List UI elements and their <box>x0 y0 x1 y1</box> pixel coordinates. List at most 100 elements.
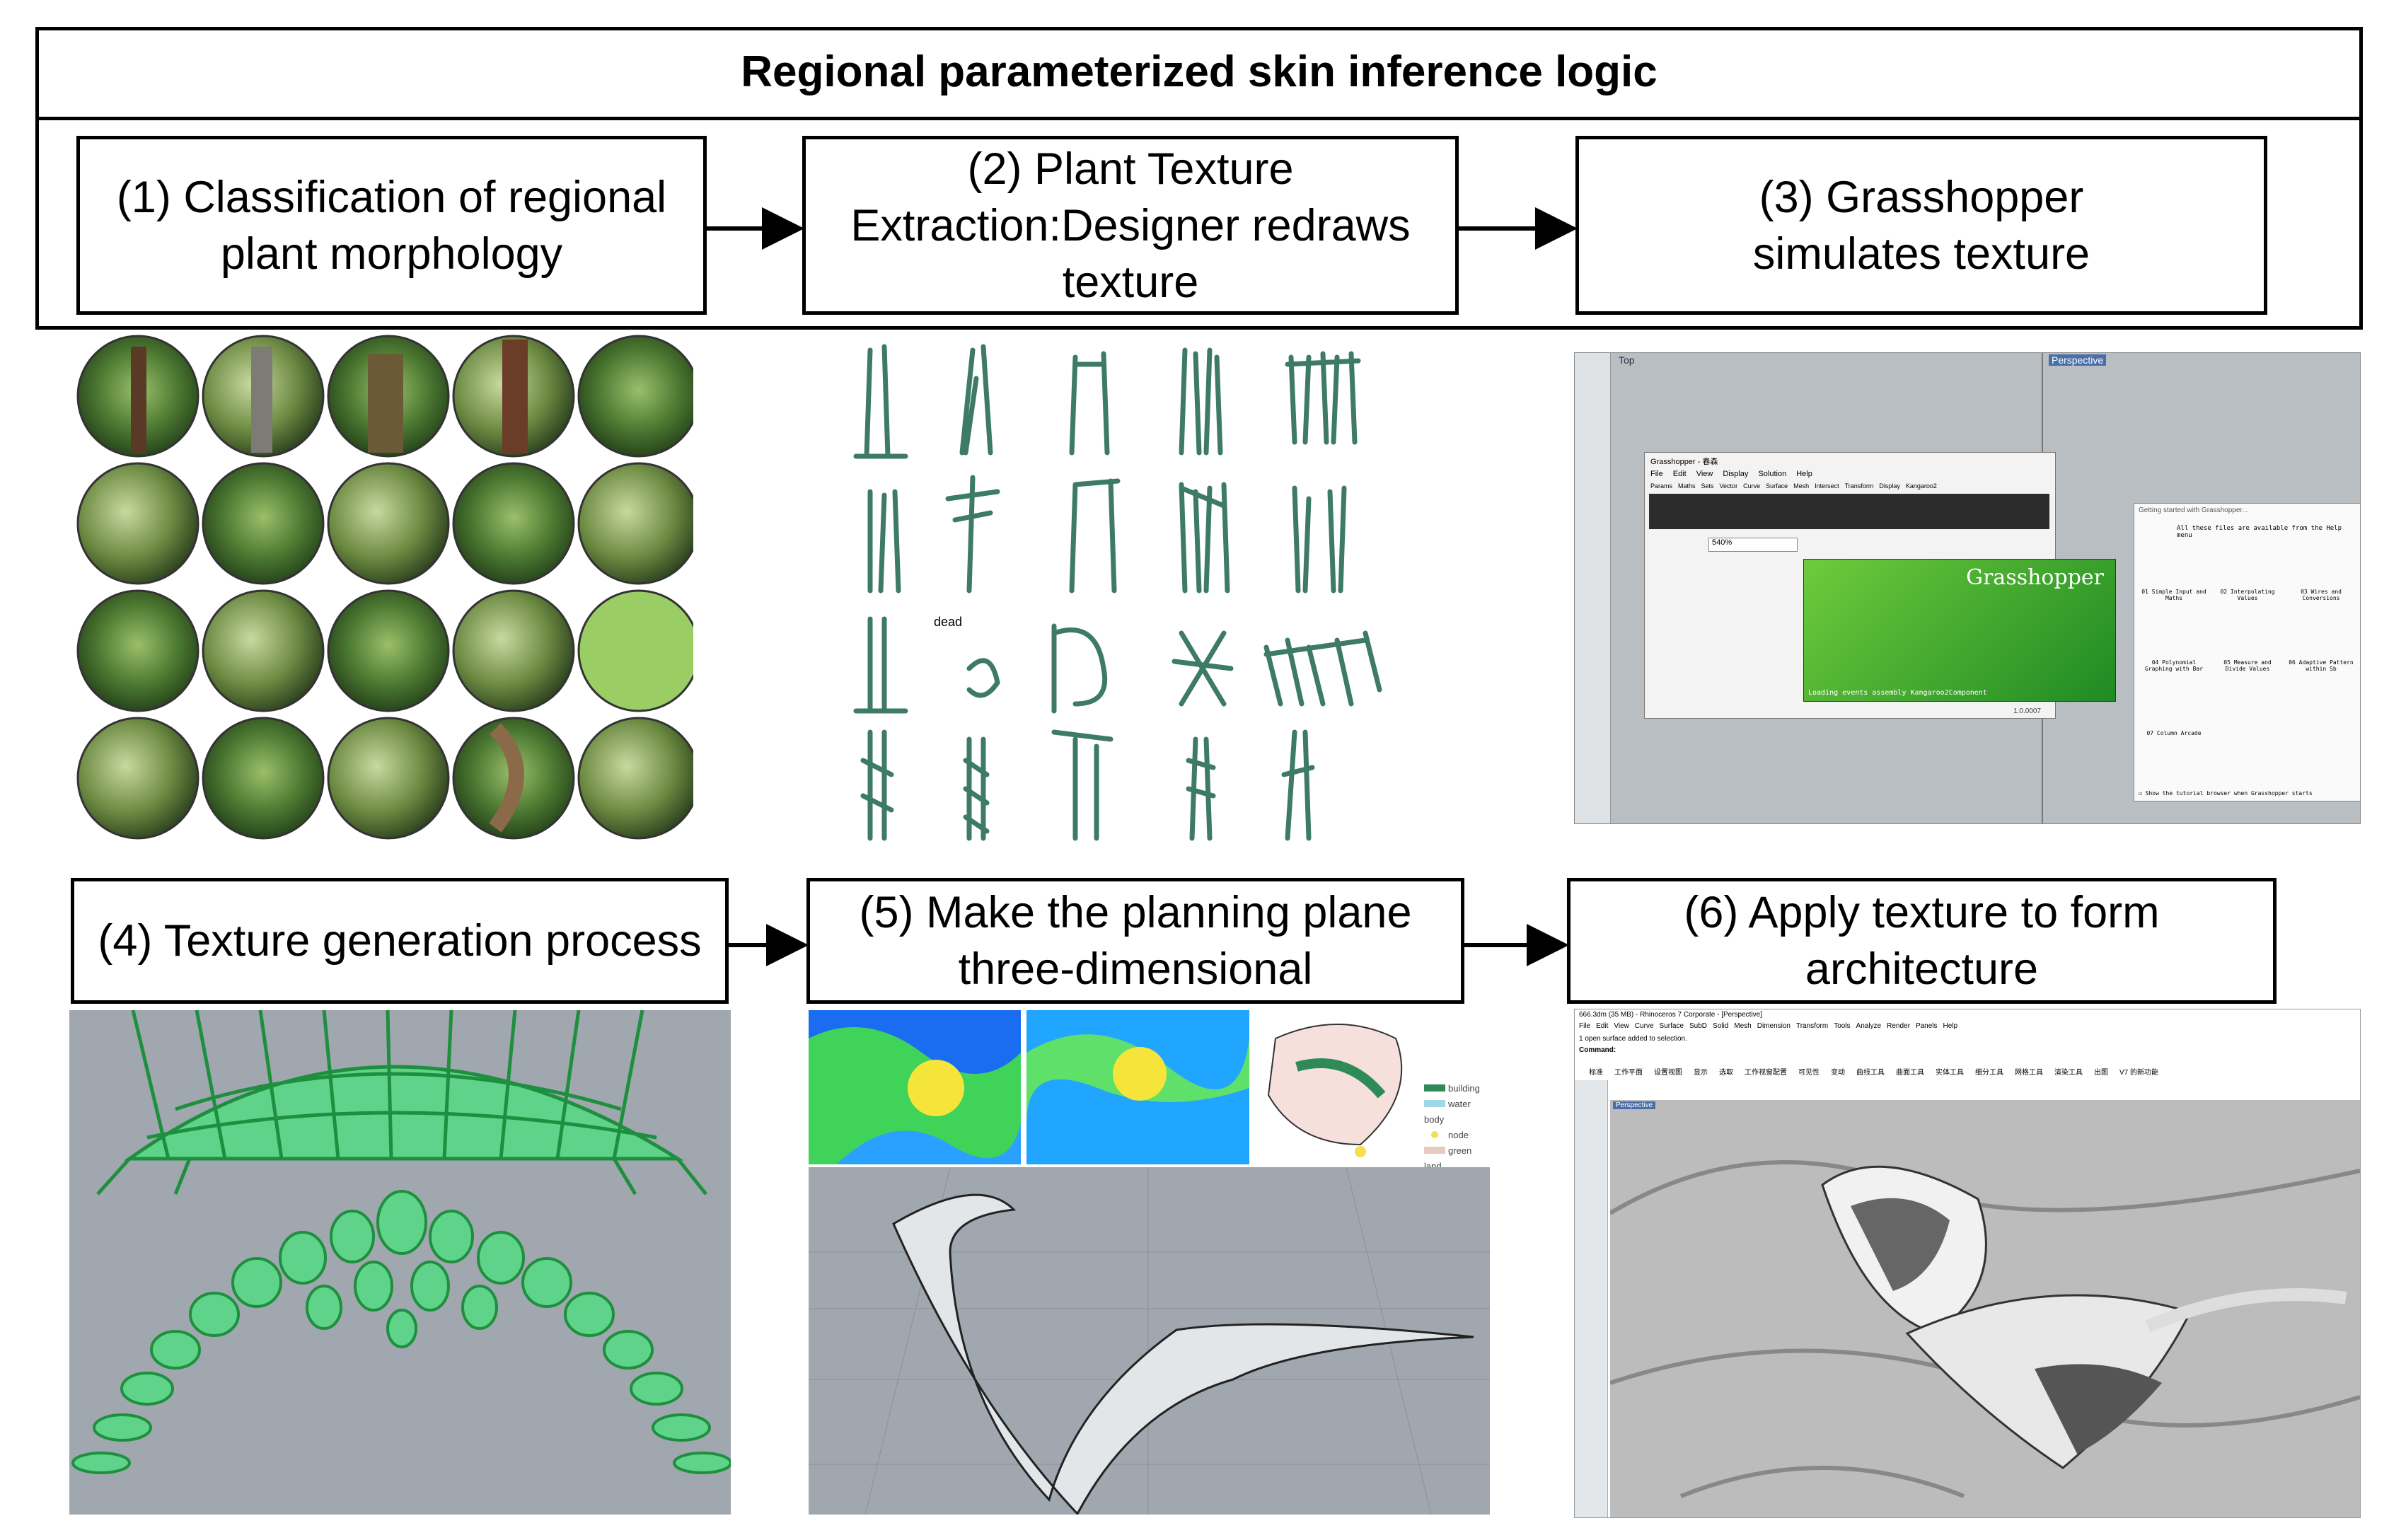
viewport-top-label[interactable]: Top <box>1619 354 1635 366</box>
legend-water-body: water body <box>1424 1099 1471 1125</box>
rhino-tab-solid-tools[interactable]: 实体工具 <box>1936 1069 1964 1077</box>
rhino-menu-surface[interactable]: Surface <box>1659 1022 1684 1030</box>
gh-tab-mesh[interactable]: Mesh <box>1793 482 1810 490</box>
rhino-command-prompt[interactable]: Command: <box>1579 1046 1616 1054</box>
tutorial-1[interactable]: 01 Simple Input and Maths <box>2141 589 2206 601</box>
gh-tab-surface[interactable]: Surface <box>1766 482 1788 490</box>
rhino-tab-subd-tools[interactable]: 细分工具 <box>1975 1069 2003 1077</box>
step-3-box: (3) Grasshopper simulates texture <box>1575 136 2267 315</box>
gh-version: 1.0.0007 <box>2013 707 2041 715</box>
rhino-menu-subd[interactable]: SubD <box>1689 1022 1708 1030</box>
rhino-menu-dimension[interactable]: Dimension <box>1757 1022 1791 1030</box>
rhino-menu-analyze[interactable]: Analyze <box>1856 1022 1882 1030</box>
rhino-tab-transform[interactable]: 变动 <box>1831 1069 1845 1077</box>
rhino-menu-curve[interactable]: Curve <box>1634 1022 1654 1030</box>
gh-tab-vector[interactable]: Vector <box>1719 482 1738 490</box>
title-frame <box>35 27 2363 330</box>
legend-green-swatch <box>1424 1147 1445 1154</box>
rhino-viewport-label[interactable]: Perspective <box>1613 1101 1656 1109</box>
wind-simulation-2 <box>1026 1010 1249 1164</box>
tutorial-3[interactable]: 03 Wires and Conversions <box>2301 589 2342 601</box>
gh-tab-intersect[interactable]: Intersect <box>1815 482 1839 490</box>
step-4-box: (4) Texture generation process <box>71 878 729 1004</box>
rhino-tab-setview[interactable]: 设置视图 <box>1654 1069 1682 1077</box>
rhino-menu-edit[interactable]: Edit <box>1596 1022 1609 1030</box>
checkbox-icon[interactable]: ☑ <box>2139 790 2146 797</box>
tutorial-4[interactable]: 04 Polynomial Graphing with Bar <box>2145 659 2203 672</box>
rhino-tab-render-tools[interactable]: 渲染工具 <box>2054 1069 2083 1077</box>
gh-tab-curve[interactable]: Curve <box>1743 482 1761 490</box>
voronoi-dome <box>96 1010 707 1195</box>
legend-building: building <box>1424 1081 1490 1096</box>
rhino-menu-file[interactable]: File <box>1579 1022 1591 1030</box>
rhino-menu-transform[interactable]: Transform <box>1795 1022 1829 1030</box>
gh-tab-sets[interactable]: Sets <box>1701 482 1714 490</box>
architecture-render <box>1610 1160 2360 1498</box>
rhino-tab-standard[interactable]: 标准 <box>1589 1069 1603 1077</box>
gh-tab-kangaroo2[interactable]: Kangaroo2 <box>1905 482 1937 490</box>
gh-menu-view[interactable]: View <box>1696 470 1713 478</box>
3d-surface-view <box>809 1167 1490 1515</box>
rhino-tab-new-in-v7[interactable]: V7 的新功能 <box>2119 1069 2159 1077</box>
rhino-tab-mesh-tools[interactable]: 网格工具 <box>2015 1069 2043 1077</box>
tutorial-checkbox[interactable]: ☑ Show the tutorial browser when Grassho… <box>2139 790 2313 797</box>
texture-row-4 <box>860 729 1315 841</box>
rhino-menu-panels[interactable]: Panels <box>1915 1022 1938 1030</box>
rhino-tab-select[interactable]: 选取 <box>1719 1069 1733 1077</box>
cell-arch <box>71 1190 731 1474</box>
photo-row-2 <box>76 462 693 585</box>
rhino-tab-display[interactable]: 显示 <box>1694 1069 1708 1077</box>
gh-tab-params[interactable]: Params <box>1650 482 1673 490</box>
rhino-menu-tools[interactable]: Tools <box>1834 1022 1851 1030</box>
wind-simulation-1 <box>809 1010 1021 1164</box>
step-2-box: (2) Plant Texture Extraction:Designer re… <box>802 136 1459 315</box>
rhino-tab-visibility[interactable]: 可见性 <box>1798 1069 1820 1077</box>
texture-row-2 <box>867 475 1347 594</box>
tutorial-6[interactable]: 06 Adaptive Pattern within Sb <box>2289 659 2354 672</box>
tutorial-checkbox-label: Show the tutorial browser when Grasshopp… <box>2145 790 2313 797</box>
photo-row-3 <box>76 589 693 712</box>
rhino-menu-view[interactable]: View <box>1614 1022 1629 1030</box>
getting-started-intro: All these files are available from the H… <box>2177 525 2342 539</box>
getting-started-title: Getting started with Grasshopper... <box>2139 506 2248 514</box>
step-5-box: (5) Make the planning plane three-dimens… <box>806 878 1464 1004</box>
rhino-menu-mesh[interactable]: Mesh <box>1734 1022 1752 1030</box>
rhino-menu-help[interactable]: Help <box>1943 1022 1958 1030</box>
rhino-viewport: Perspective <box>1610 1100 2360 1517</box>
texture-annotation: dead <box>934 615 962 629</box>
grasshopper-screenshot: Top Perspective Grasshopper - 春森 File Ed… <box>1574 352 2361 824</box>
rhino-command-history: 1 open surface added to selection. <box>1579 1035 1687 1043</box>
rhino-menu-solid[interactable]: Solid <box>1713 1022 1729 1030</box>
rhino-tab-viewport-layout[interactable]: 工作视窗配置 <box>1745 1069 1787 1077</box>
legend-building-swatch <box>1424 1084 1445 1092</box>
gh-tab-transform[interactable]: Transform <box>1844 482 1874 490</box>
rhino-tab-cplanes[interactable]: 工作平面 <box>1614 1069 1643 1077</box>
gh-menu-edit[interactable]: Edit <box>1672 470 1687 478</box>
tutorial-5[interactable]: 05 Measure and Divide Values <box>2223 659 2272 672</box>
rhino-tab-surface-tools[interactable]: 曲面工具 <box>1896 1069 1924 1077</box>
getting-started-window: Getting started with Grasshopper... All … <box>2134 503 2360 801</box>
gh-tab-maths[interactable]: Maths <box>1678 482 1696 490</box>
tutorial-7[interactable]: 07 Column Arcade <box>2146 730 2202 736</box>
rhino-screenshot: 666.3dm (35 MB) - Rhinoceros 7 Corporate… <box>1574 1009 2361 1518</box>
rhino-tab-drafting[interactable]: 出图 <box>2094 1069 2108 1077</box>
rhino-toolbar-left <box>1575 353 1611 823</box>
legend-node-swatch <box>1431 1131 1438 1138</box>
gh-menu-display[interactable]: Display <box>1723 470 1749 478</box>
rhino-menu-render[interactable]: Render <box>1887 1022 1910 1030</box>
gh-zoom-field[interactable]: 540% <box>1708 538 1798 552</box>
gh-menu-help[interactable]: Help <box>1796 470 1812 478</box>
gh-splash-status: Loading events assembly Kangaroo2Compone… <box>1808 689 1987 697</box>
gh-menu-file[interactable]: File <box>1650 470 1663 478</box>
planning-plane-figure: building water body node green land <box>809 1010 1490 1515</box>
viewport-perspective-label[interactable]: Perspective <box>2049 354 2107 366</box>
legend-node: node <box>1424 1128 1490 1143</box>
gh-tab-display[interactable]: Display <box>1879 482 1900 490</box>
gh-menu-solution[interactable]: Solution <box>1758 470 1787 478</box>
rhino-tab-curve-tools[interactable]: 曲线工具 <box>1856 1069 1885 1077</box>
tutorial-2[interactable]: 02 Interpolating Values <box>2220 589 2275 601</box>
photo-row-1 <box>76 335 693 458</box>
texture-row-3 <box>853 616 1382 714</box>
gh-window: Grasshopper - 春森 File Edit View Display … <box>1644 452 2116 719</box>
gh-menu: File Edit View Display Solution Help <box>1650 470 1812 478</box>
